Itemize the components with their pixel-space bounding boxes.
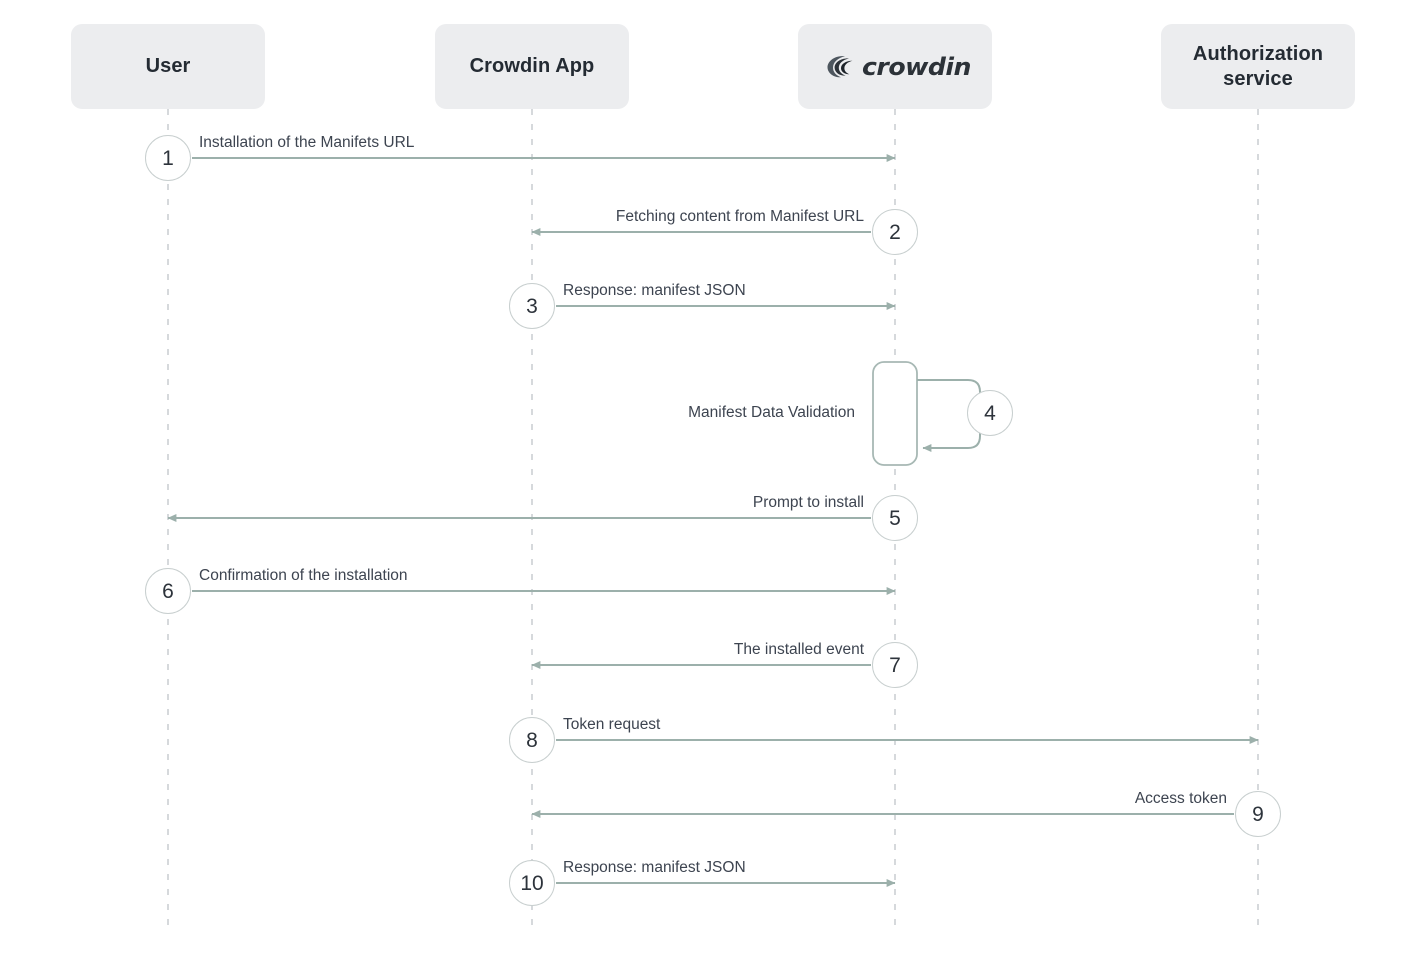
step-badge-10: 10 — [509, 860, 555, 906]
message-label-4: Manifest Data Validation — [688, 404, 855, 421]
message-label-3: Response: manifest JSON — [563, 282, 746, 299]
message-label-5: Prompt to install — [752, 494, 864, 511]
message-arrows-group — [167, 154, 1259, 887]
participant-user[interactable]: User — [71, 24, 265, 109]
activation-boxes-group — [872, 361, 918, 466]
participant-label: crowdin — [861, 52, 971, 81]
message-label-1: Installation of the Manifets URL — [199, 134, 415, 151]
step-badge-5: 5 — [872, 495, 918, 541]
step-badge-8: 8 — [509, 717, 555, 763]
step-badge-6: 6 — [145, 568, 191, 614]
message-label-7: The installed event — [733, 641, 864, 658]
message-label-2: Fetching content from Manifest URL — [615, 208, 864, 225]
participant-app[interactable]: Crowdin App — [435, 24, 629, 109]
message-label-10: Response: manifest JSON — [563, 859, 746, 876]
crowdin-logo: crowdin — [825, 52, 971, 82]
step-badge-4: 4 — [967, 390, 1013, 436]
participant-label: Crowdin App — [469, 55, 595, 77]
crowdin-swirl-icon — [827, 56, 853, 78]
participant-crowdin[interactable]: crowdin — [798, 24, 992, 109]
message-label-8: Token request — [563, 716, 661, 733]
activation-box-crowdin — [872, 361, 918, 466]
step-badge-1: 1 — [145, 135, 191, 181]
step-badge-7: 7 — [872, 642, 918, 688]
participant-label: User — [145, 55, 191, 77]
message-label-9: Access token — [1134, 790, 1227, 807]
step-badge-2: 2 — [872, 209, 918, 255]
step-badge-9: 9 — [1235, 791, 1281, 837]
message-label-6: Confirmation of the installation — [199, 567, 408, 584]
step-badge-3: 3 — [509, 283, 555, 329]
